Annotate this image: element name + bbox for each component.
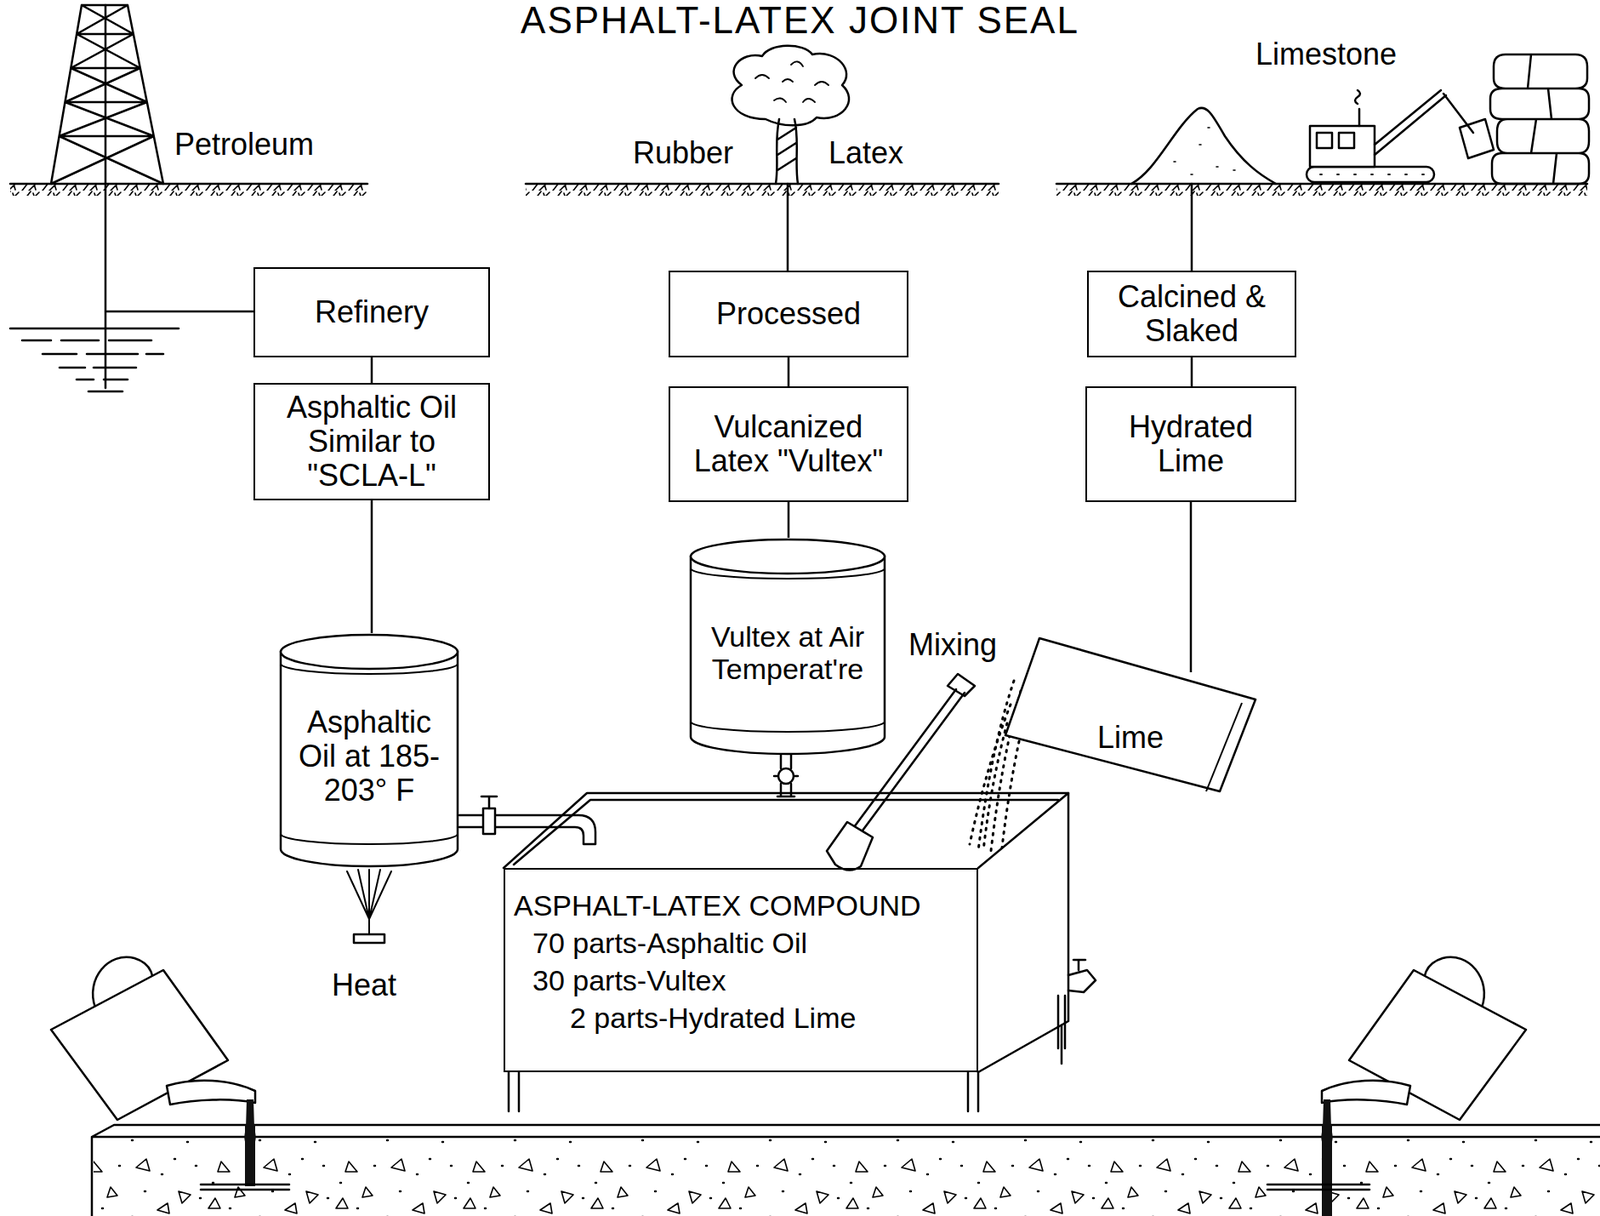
pipe [459,814,596,844]
excavator-track [1306,166,1435,183]
node-text: Processed [716,296,861,331]
process-box: Processed [668,270,909,358]
drum-container: Asphaltic Oil at 185-203° F [279,632,460,868]
valve [483,808,496,834]
pouring-can [1320,956,1526,1147]
oil-derrick [10,5,254,392]
connector-line [370,500,374,633]
node-text: Vulcanized Latex "Vultex" [678,409,899,479]
concrete-slab [91,1124,1600,1216]
text-label: Latex [828,136,904,171]
limestone-pile [1131,108,1276,184]
tank-side [978,792,1069,1072]
node-text: Hydrated Lime [1095,409,1287,479]
lime-bag: Lime [1005,671,1256,803]
bag-body [1005,637,1256,792]
ground-hatch [525,183,999,196]
valve-handle [481,796,497,809]
tank-heading: ASPHALT-LATEX COMPOUND [513,886,922,924]
drum-body [280,651,458,866]
derrick-frame [51,5,164,184]
slab-outline [91,1124,1600,1216]
tank-rim [503,792,1069,868]
excavator-cab [1309,125,1375,167]
drum-lid [690,539,885,574]
connector-line [370,357,374,383]
cab-window [1338,132,1355,149]
node-text: 2 parts-Hydrated Lime [569,998,856,1037]
connector-line [787,501,791,538]
dowel-bar [200,1184,1370,1190]
text-label: Heat [331,967,397,1003]
burner-base [353,933,385,943]
quarry-line [1190,183,1194,271]
can-spout [166,1080,256,1105]
connector-line [1190,357,1194,387]
excavator-wheels [1320,173,1424,176]
connector-line [787,357,791,387]
process-box: Asphaltic Oil Similar to "SCLA-L" [253,382,490,501]
tank-spigot [1058,959,1096,1048]
sealant-stream [1320,1098,1333,1147]
node-text: Refinery [314,295,429,330]
diagram-title: ASPHALT-LATEX JOINT SEAL [0,0,1600,41]
well-pipe [105,5,254,388]
sealant-stream [244,1098,256,1147]
drum-lid [280,634,458,669]
lime-particles [978,680,1014,851]
drum-hoop [280,663,458,844]
slab-aggregate [93,1138,1600,1216]
shovel-blade [826,821,873,871]
drum-hoop [690,568,885,732]
process-box: Refinery [253,267,490,358]
ground-hatch [10,183,368,196]
node-text: Lime [1097,720,1164,755]
node-text: Calcined & Slaked [1097,279,1287,349]
process-box: Calcined & Slaked [1087,270,1297,358]
excavator-boom [1374,90,1474,155]
text-label: Petroleum [174,127,314,162]
faucet-valve [778,768,794,784]
text-label: Limestone [1255,37,1397,72]
ground-hatch [1056,183,1588,196]
mixing-tank-frame [503,792,1096,1111]
limestone-quarry [1131,54,1589,271]
faucet [774,753,798,797]
tree-trunk [775,119,798,271]
excavator-bucket [1459,119,1494,159]
node-text: 70 parts-Asphaltic Oil [532,923,808,962]
drum-container: Vultex at Air Temperat're [688,537,887,756]
process-box: Hydrated Lime [1085,386,1297,502]
lime-particles [983,723,1008,851]
mixing-tank: ASPHALT-LATEX COMPOUND70 parts-Asphaltic… [503,867,979,1072]
tree-leaf-scribbles [755,61,829,103]
vultex-faucet [774,753,798,797]
pouring-can [51,956,257,1147]
node-text: 30 parts-Vultex [532,961,726,999]
bag-seam [1206,702,1242,792]
flame [347,869,392,934]
cab-window [1316,132,1333,149]
ground-surface [10,183,1588,196]
text-label: Rubber [632,136,734,171]
excavator-stack [1355,90,1361,126]
heat-burner [347,869,392,943]
oil-pool [10,328,179,392]
node-text: Asphaltic Oil Similar to "SCLA-L" [263,390,480,494]
tank-legs [508,1024,1062,1111]
text-label: Mixing [908,627,997,662]
can-spout [1321,1080,1411,1105]
node-text: Asphaltic Oil at 185-203° F [285,705,453,809]
shovel-grip [947,673,975,696]
process-box: Vulcanized Latex "Vultex" [668,386,909,502]
quarry-rocks [1490,54,1589,184]
tree-canopy [732,45,849,126]
connector-line [1190,501,1193,672]
pile-dots [1173,127,1236,175]
node-text: Vultex at Air Temperat're [695,620,880,685]
drum-body [690,556,885,754]
